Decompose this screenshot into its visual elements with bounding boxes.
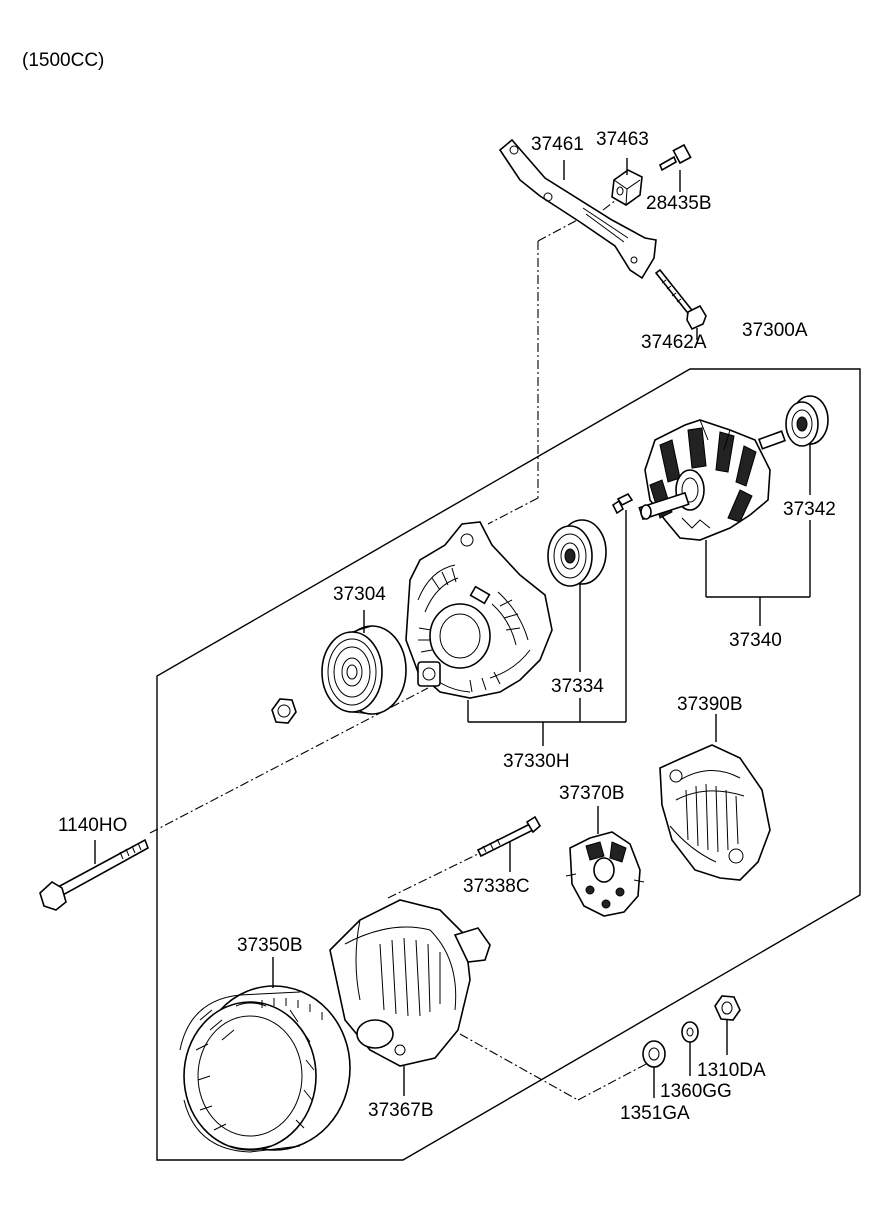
leader-lines: [94, 158, 811, 1098]
assembly-boundary: [156, 368, 861, 1161]
front-housing: [405, 521, 553, 699]
label-37462A: 37462A: [641, 332, 707, 353]
through-bolt: [476, 815, 542, 858]
label-37330H: 37330H: [503, 751, 570, 772]
bearing-screw: [611, 492, 634, 515]
label-37300A: 37300A: [742, 320, 808, 341]
pulley-nut: [271, 698, 297, 724]
label-1360GG: 1360GG: [660, 1081, 732, 1102]
flat-washer: [642, 1040, 666, 1068]
stator: [179, 985, 351, 1153]
label-1351GA: 1351GA: [620, 1103, 690, 1124]
label-37461: 37461: [531, 134, 584, 155]
alternator-bracket: [498, 138, 657, 280]
pulley: [321, 625, 407, 715]
label-1310DA: 1310DA: [697, 1060, 766, 1081]
label-37350B: 37350B: [237, 935, 303, 956]
rear-cover: [659, 744, 771, 881]
label-37338C: 37338C: [463, 876, 530, 897]
rear-bearing: [785, 395, 829, 447]
label-37304: 37304: [333, 584, 386, 605]
part-number-labels: 37461 37463 28435B 37462A 37300A 37342 3…: [58, 129, 836, 1124]
label-37367B: 37367B: [368, 1100, 434, 1121]
rear-housing: [329, 899, 491, 1067]
spacer-block: [611, 169, 643, 206]
terminal-nut: [714, 995, 741, 1021]
label-28435B: 28435B: [646, 193, 712, 214]
label-37342: 37342: [783, 499, 836, 520]
rotor: [638, 419, 787, 541]
label-37340: 37340: [729, 630, 782, 651]
engine-variant-label: (1500CC): [22, 50, 104, 71]
label-37370B: 37370B: [559, 783, 625, 804]
small-bolt: [658, 143, 692, 172]
bracket-bolt: [654, 268, 707, 331]
front-bearing: [547, 519, 607, 587]
label-37390B: 37390B: [677, 694, 743, 715]
label-37334: 37334: [551, 676, 604, 697]
rectifier: [565, 831, 645, 917]
spring-washer: [681, 1021, 699, 1043]
label-1140HO: 1140HO: [58, 815, 127, 836]
mounting-bolt: [39, 838, 149, 911]
label-37463: 37463: [596, 129, 649, 150]
